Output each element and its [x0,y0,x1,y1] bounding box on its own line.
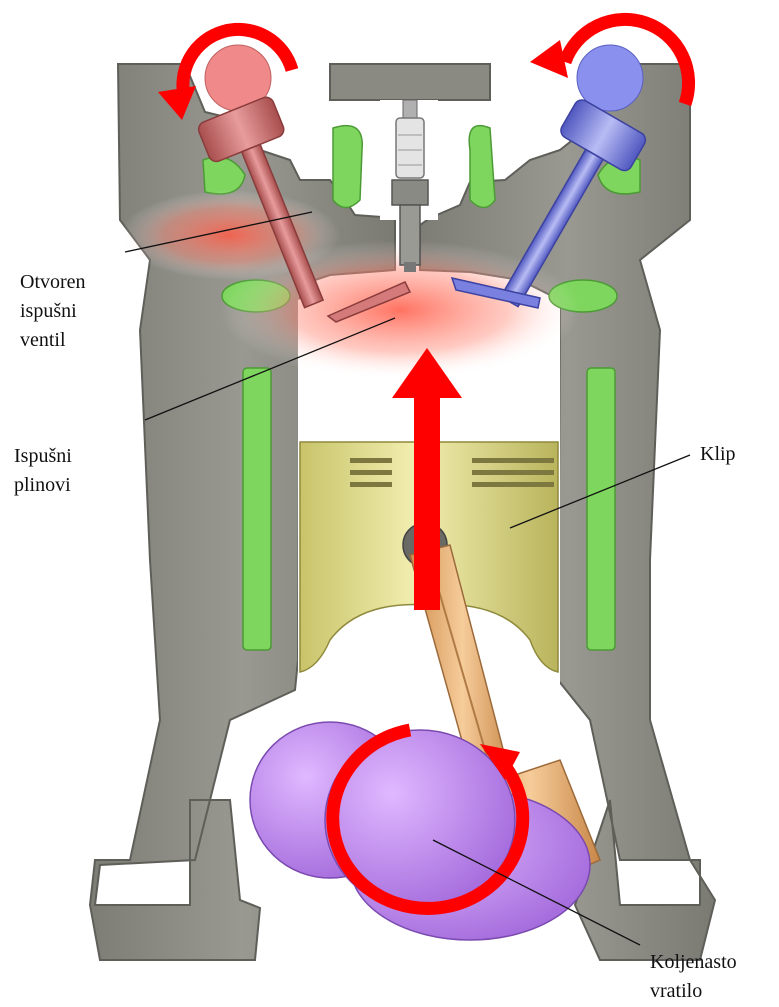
label-exhaust-gases-line1: Ispušni [14,442,72,471]
label-crankshaft-line1: Koljenasto [650,948,737,977]
label-exhaust-valve: Otvoren ispušni ventil [20,268,86,355]
coolant-right-wall [587,368,615,650]
label-exhaust-gases-line2: plinovi [14,471,72,500]
label-crankshaft: Koljenasto vratilo [650,948,737,1006]
coolant-left-wall [243,368,271,650]
label-exhaust-valve-line1: Otvoren [20,268,86,297]
coolant-left-mid [333,126,362,208]
coolant-right-mid [469,126,495,208]
head-top [330,64,490,100]
label-exhaust-valve-line3: ventil [20,326,86,355]
label-piston-line1: Klip [700,440,736,469]
rotation-arrow-icon [530,40,568,78]
label-exhaust-valve-line2: ispušni [20,297,86,326]
label-exhaust-gases: Ispušni plinovi [14,442,72,500]
label-piston: Klip [700,440,736,469]
